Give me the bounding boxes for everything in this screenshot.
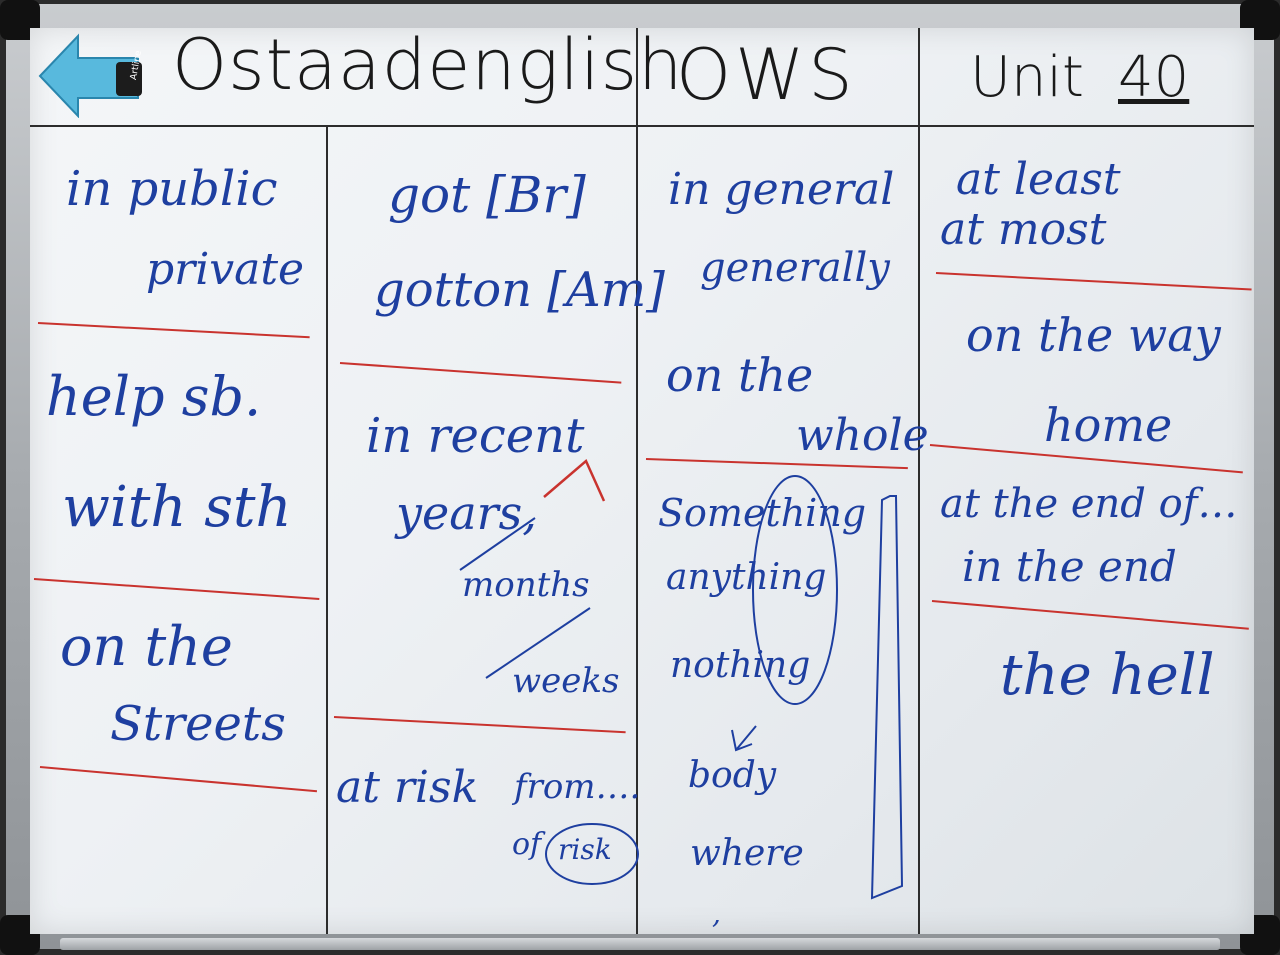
course-title: OWS — [676, 34, 857, 116]
phrase: gotton [Am] — [374, 262, 665, 318]
phrase: help sb. — [46, 365, 262, 428]
phrase: risk — [558, 833, 612, 866]
phrase: whole — [796, 410, 929, 461]
phrase: Streets — [110, 696, 286, 752]
phrase: with sth — [62, 475, 292, 540]
phrase: on the — [666, 348, 814, 402]
long-arrow — [870, 495, 904, 900]
caret-mark — [543, 458, 606, 502]
unit-number: 40 — [1118, 45, 1190, 110]
marker-tray — [60, 938, 1220, 950]
phrase: private — [146, 244, 305, 295]
column-divider — [918, 28, 920, 934]
eraser-icon: Artline — [38, 33, 144, 118]
brand-title: Ostaadenglish — [172, 24, 684, 106]
phrase: at the end of… — [940, 481, 1238, 527]
slash-marks — [459, 517, 591, 679]
phrase: at risk — [336, 762, 479, 813]
phrase: where — [690, 833, 804, 874]
phrase: from…. — [514, 767, 641, 807]
phrase: at least — [956, 154, 1121, 205]
phrase: the hell — [1000, 643, 1215, 708]
down-arrow — [731, 725, 757, 752]
phrase: in recent — [366, 408, 585, 464]
phrase: nothing — [670, 645, 811, 686]
phrase: home — [1044, 398, 1173, 452]
phrase: in public — [66, 161, 278, 217]
phrase: months — [462, 565, 590, 605]
phrase: generally — [700, 245, 890, 291]
phrase: weeks — [512, 661, 620, 701]
phrase: in the end — [962, 542, 1177, 591]
phrase: of — [512, 827, 542, 862]
phrase: at most — [940, 204, 1107, 255]
column-divider — [636, 28, 638, 934]
phrase: body — [688, 755, 777, 796]
phrase: anything — [666, 557, 827, 598]
phrase: on the — [60, 615, 233, 678]
column-divider — [326, 127, 328, 934]
phrase: in general — [668, 164, 895, 215]
dot-mark: , — [712, 897, 721, 930]
oval-bracket — [752, 475, 838, 705]
phrase: Something — [658, 491, 867, 535]
phrase: years, — [396, 486, 537, 540]
header-divider — [30, 125, 1254, 127]
unit-label: Unit — [970, 45, 1084, 110]
phrase: on the way — [966, 308, 1221, 362]
circle-mark — [545, 823, 639, 885]
phrase: got [Br] — [388, 166, 586, 224]
